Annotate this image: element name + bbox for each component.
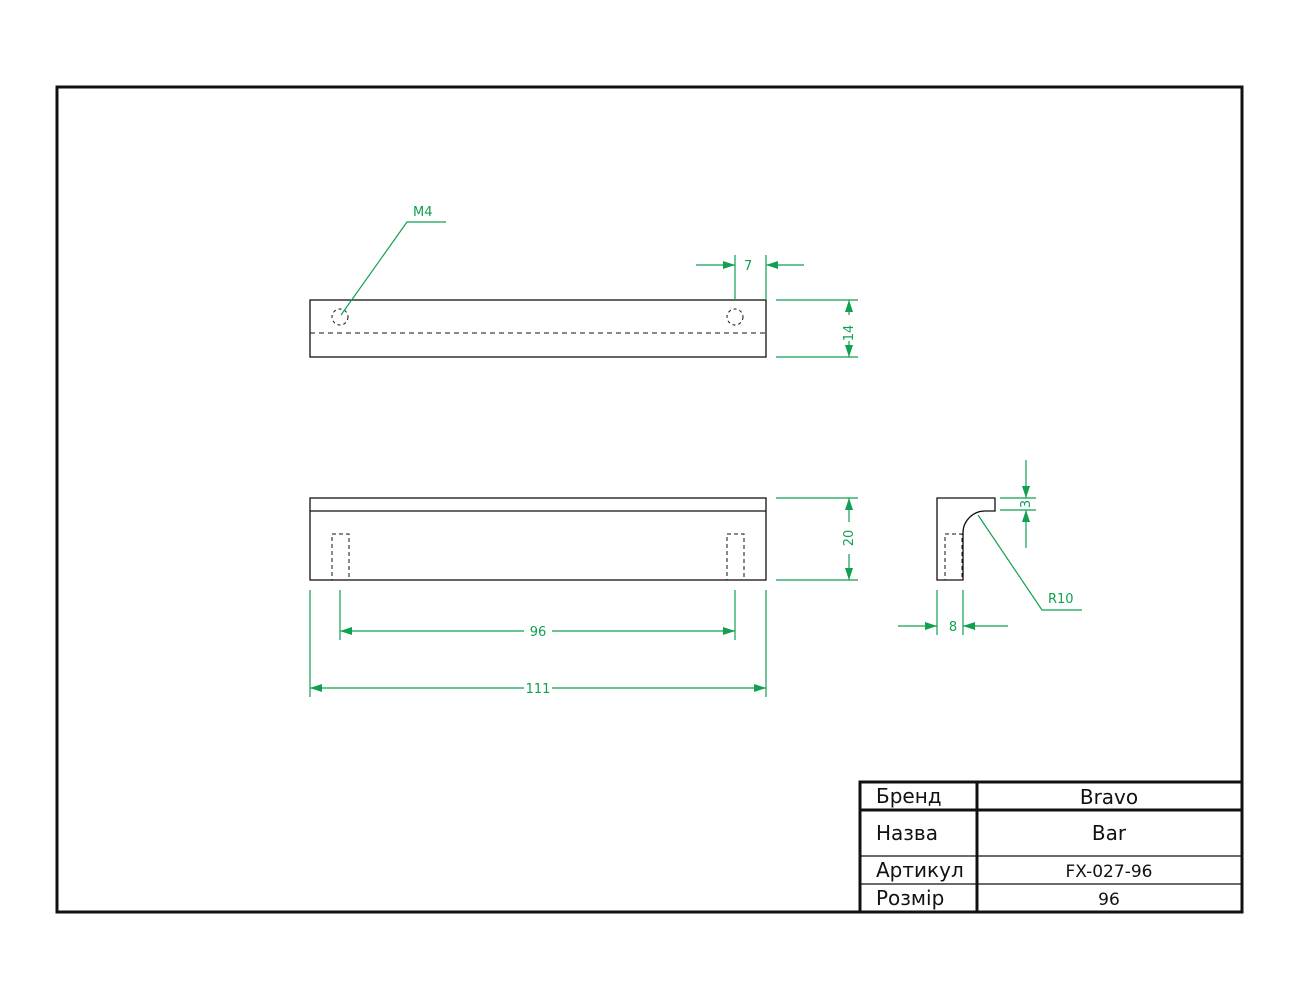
article-label: Артикул (876, 858, 964, 882)
size-label: Розмір (876, 886, 944, 910)
thread-callout (340, 221, 446, 316)
threaded-hole-left (331, 533, 350, 581)
hole-spacing-dimension (339, 590, 736, 640)
radius-leader-line (977, 514, 1082, 611)
lip-thickness-dimension (1000, 460, 1036, 548)
depth-dimension (898, 590, 1008, 635)
top-height-dimension (776, 299, 858, 358)
side-view (936, 497, 996, 581)
hole-offset-label: 7 (744, 259, 752, 274)
radius-label: R10 (1048, 592, 1074, 607)
brand-value: Bravo (1080, 785, 1138, 809)
side-view-hidden-hole (944, 533, 963, 581)
front-height-label: 20 (842, 530, 857, 547)
depth-label: 8 (949, 620, 957, 635)
lip-thickness-label: 3 (1019, 500, 1034, 508)
overall-length-dimension (309, 590, 767, 697)
side-view-profile (936, 497, 996, 581)
top-view-outline (309, 299, 767, 358)
threaded-hole-right (726, 533, 745, 581)
title-block-frame (858, 780, 1244, 914)
thread-leader-line (340, 221, 446, 316)
hole-spacing-label: 96 (530, 625, 547, 640)
article-value: FX-027-96 (1066, 862, 1153, 882)
name-value: Bar (1092, 821, 1127, 845)
radius-callout (977, 514, 1082, 611)
top-view (309, 299, 767, 358)
name-label: Назва (876, 821, 938, 845)
brand-label: Бренд (876, 784, 942, 808)
top-height-label: 14 (842, 325, 857, 342)
mounting-hole-right (726, 308, 744, 326)
size-value: 96 (1098, 890, 1120, 910)
overall-length-label: 111 (526, 682, 551, 697)
front-height-dimension (776, 497, 858, 581)
front-view-outline (309, 497, 767, 581)
title-block (858, 780, 1244, 914)
thread-label: M4 (413, 205, 433, 220)
hole-offset-dimension (696, 255, 804, 300)
drawing-frame (55, 85, 1244, 914)
mounting-hole-left (331, 308, 349, 326)
front-view (309, 497, 767, 581)
